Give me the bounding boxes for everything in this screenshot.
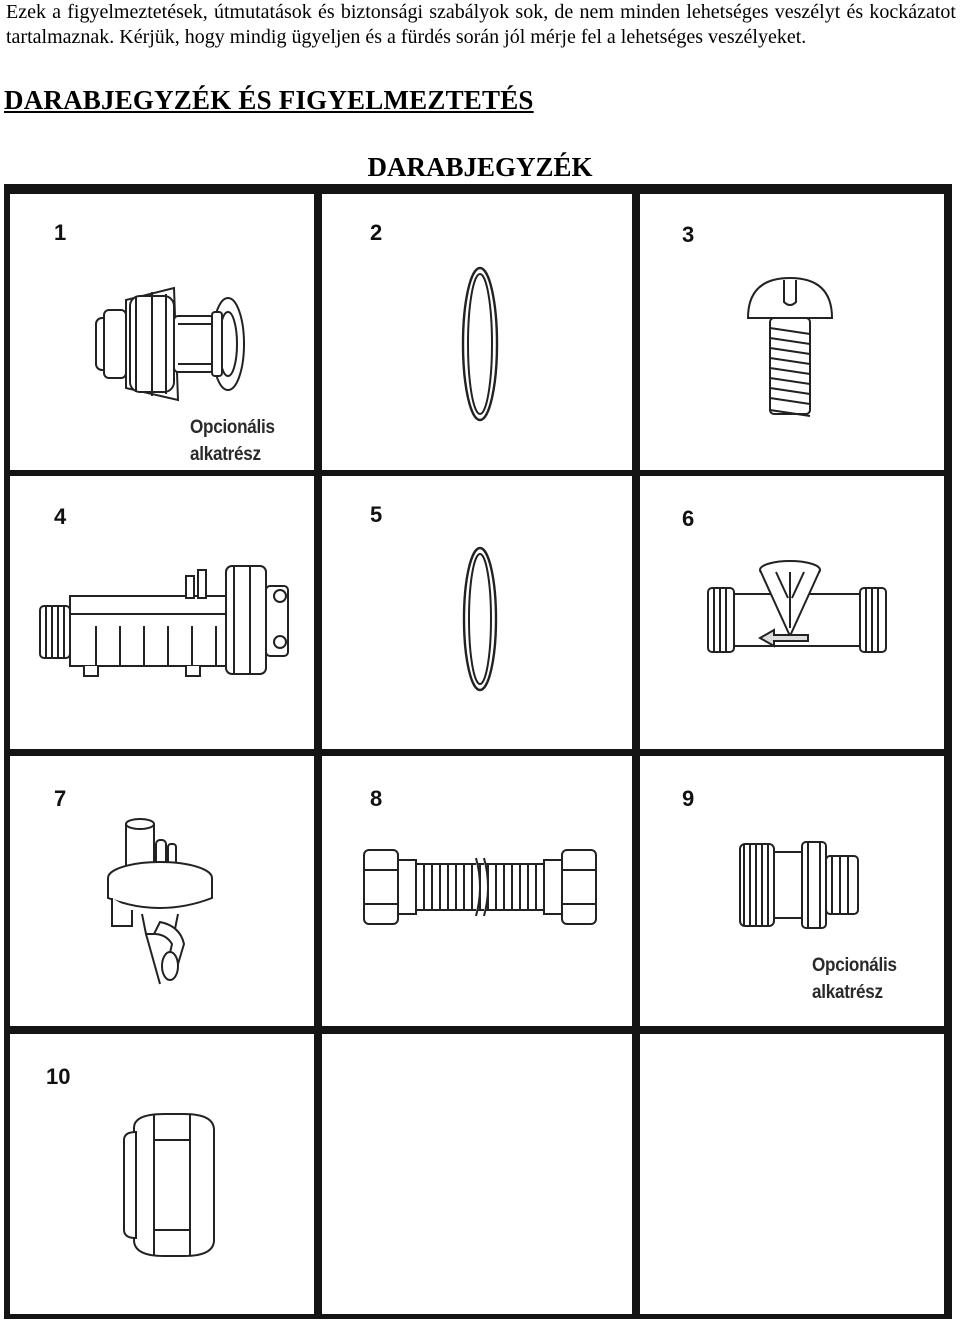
adapter-fitting-icon [736,836,866,932]
part-cell-9: 9 Opcionális alkatrész [640,756,944,1026]
flexible-hose-icon [360,842,600,932]
part-number: 10 [46,1064,71,1089]
part-number: 2 [370,220,383,245]
part-cell-2: 2 [322,194,632,470]
empty-cell [322,1034,632,1314]
empty-cell [640,1034,944,1314]
union-connector-icon [86,272,286,412]
union-nut-icon [114,1110,224,1260]
part-number: 7 [54,786,67,811]
part-cell-8: 8 [322,756,632,1026]
heater-housing-icon [36,562,296,682]
part-number: 3 [682,222,695,247]
part-number: 4 [54,504,67,529]
section-heading: DARABJEGYZÉK ÉS FIGYELMEZTETÉS [4,85,534,115]
part-number: 9 [682,786,695,811]
part-cell-6: 6 [640,476,944,749]
parts-list-title: DARABJEGYZÉK [367,152,593,182]
screw-icon [740,272,840,422]
part-cell-4: 4 [10,476,314,749]
part-cell-7: 7 [10,756,314,1026]
intro-paragraph: Ezek a figyelmeztetések, útmutatások és … [6,1,956,48]
part-cell-3: 3 [640,194,944,470]
optional-part-note: Opcionális alkatrész [812,955,897,1003]
pressure-switch-icon [102,814,232,989]
part-cell-1: 1 Opcionális alkatrész [10,194,314,470]
part-number: 8 [370,786,383,811]
parts-grid: 1 Opcionális alkatrész 2 [4,184,952,1319]
part-number: 1 [54,220,67,245]
part-cell-5: 5 [322,476,632,749]
flow-tee-icon [704,558,894,668]
part-number: 6 [682,506,695,531]
optional-part-note: Opcionális alkatrész [190,417,275,465]
o-ring-icon [460,544,500,694]
part-cell-10: 10 [10,1034,314,1314]
o-ring-icon [460,264,500,424]
part-number: 5 [370,502,383,527]
